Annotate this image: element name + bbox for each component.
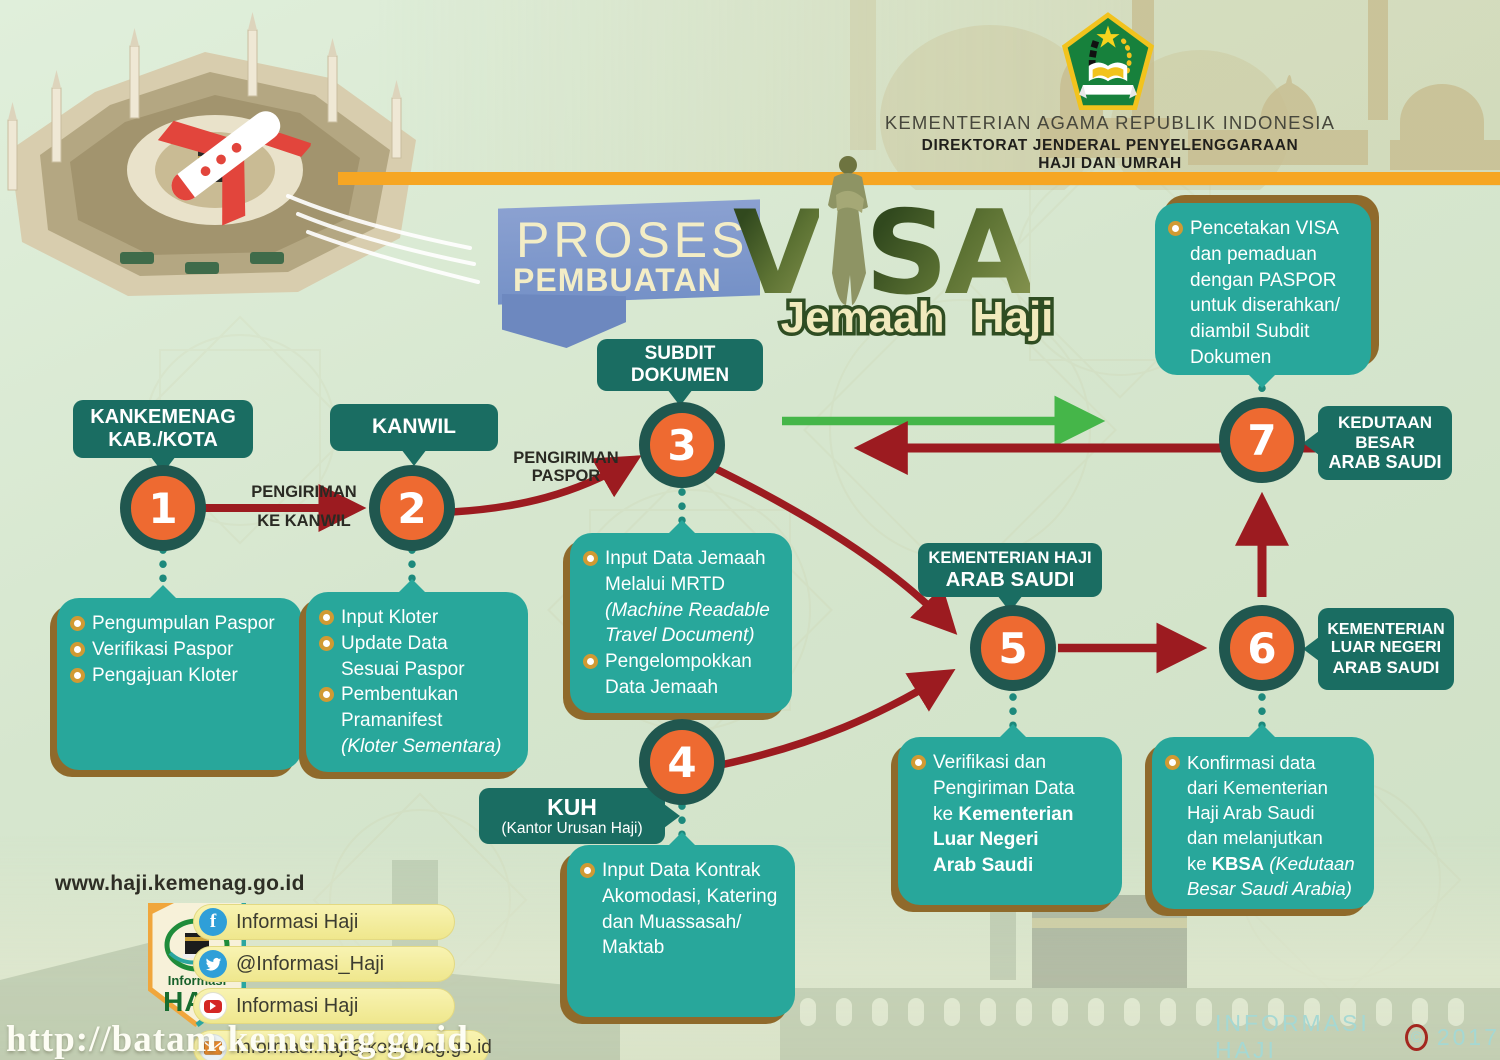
directorate-line1: DIREKTORAT JENDERAL PENYELENGGARAAN [921, 137, 1299, 154]
bullet-icon [1168, 221, 1183, 236]
step7-label: KEDUTAAN BESAR ARAB SAUDI [1303, 406, 1452, 480]
arrow-3-5 [710, 463, 958, 635]
pointer-right [664, 804, 680, 828]
ministry-header: KEMENTERIAN AGAMA REPUBLIK INDONESIA DIR… [760, 112, 1460, 173]
bullet-icon [70, 667, 85, 683]
step6-number: 6 [1219, 605, 1305, 691]
step5-box: Verifikasi dan Pengiriman Data ke Kement… [898, 724, 1122, 905]
airplane-icon [157, 111, 313, 226]
arrow-label-pengiriman-2: PENGIRIMAN [513, 449, 619, 467]
step4-label: KUH (Kantor Urusan Haji) [479, 788, 680, 844]
pointer-down [401, 449, 427, 466]
arrow-4-5 [715, 668, 956, 770]
youtube-label: Informasi Haji [236, 994, 359, 1017]
step5-number: 5 [970, 605, 1056, 691]
orange-divider [338, 172, 1500, 185]
svg-text:Jemaah Haji: Jemaah Haji [781, 293, 1054, 342]
title-proses: PROSES [516, 212, 749, 268]
credit-year: 2017 [1436, 1023, 1500, 1050]
title-visa: V SA [733, 186, 1034, 321]
website-url: www.haji.kemenag.go.id [55, 872, 305, 895]
step4-number: 4 [639, 719, 725, 805]
facebook-row: f Informasi Haji [193, 904, 455, 940]
step2-number: 2 [369, 465, 455, 551]
title-pembuatan: PEMBUATAN [513, 262, 722, 298]
plane-trails [286, 194, 480, 284]
email-icon [199, 1034, 227, 1060]
bullet-icon [319, 687, 334, 703]
step4-box: Input Data Kontrak Akomodasi, Katering d… [567, 832, 795, 1017]
facebook-label: Informasi Haji [236, 910, 359, 933]
pointer-left [1303, 637, 1319, 661]
bullet-icon [319, 610, 334, 625]
bullet-icon [583, 551, 598, 566]
credit-line: INFORMASI HAJI © 2017 [1215, 1010, 1500, 1060]
arrow-2-3 [451, 455, 642, 516]
step2-label: KANWIL [330, 404, 498, 466]
visa-letters-sa: SA [864, 186, 1034, 321]
arrow-label-pengiriman: PENGIRIMAN [251, 483, 357, 501]
batam-watermark: http://batam.kemenag.go.id [6, 1019, 469, 1060]
arrow-label-ke-kanwil: KE KANWIL [257, 512, 351, 530]
step7-box: Pencetakan VISA dan pemaduan dengan PASP… [1155, 203, 1371, 388]
step1-box: Pengumpulan Paspor Verifikasi Paspor Pen… [57, 585, 302, 770]
step1-label: KANKEMENAG KAB./KOTA [73, 400, 253, 473]
email-label: informasi.haji@kemenag.go.id [236, 1037, 492, 1058]
bullet-icon [580, 863, 595, 878]
step2-box: Input Kloter Update Data Sesuai Paspor P… [306, 579, 528, 772]
title-subtitle: Jemaah Haji [777, 290, 1057, 346]
twitter-icon [199, 950, 227, 978]
twitter-label: @Informasi_Haji [236, 952, 385, 975]
bullet-icon [911, 755, 926, 770]
directorate-line2: HAJI DAN UMRAH [1038, 155, 1182, 172]
arrow-label-paspor: PASPOR [531, 467, 601, 485]
pointer-left [1303, 431, 1319, 455]
email-row: informasi.haji@kemenag.go.id [193, 1030, 492, 1060]
youtube-row: Informasi Haji [193, 988, 455, 1024]
ministry-name: KEMENTERIAN AGAMA REPUBLIK INDONESIA [884, 112, 1336, 133]
credit-informasi-haji: INFORMASI HAJI [1215, 1010, 1370, 1060]
facebook-icon: f [199, 908, 227, 936]
step3-number: 3 [639, 402, 725, 488]
visa-letter-v: V [733, 186, 823, 321]
step1-number: 1 [120, 465, 206, 551]
pointer-down [667, 389, 693, 406]
step6-label: KEMENTERIAN LUAR NEGERI ARAB SAUDI [1303, 608, 1454, 690]
twitter-row: @Informasi_Haji [193, 946, 455, 982]
kemenag-logo [1061, 12, 1155, 110]
bullet-icon [319, 635, 334, 651]
bullet-icon [1165, 755, 1180, 770]
bullet-icon [70, 616, 85, 631]
bullet-icon [583, 654, 598, 670]
step5-label: KEMENTERIAN HAJI ARAB SAUDI [918, 543, 1102, 612]
step3-label: SUBDIT DOKUMEN [597, 339, 763, 406]
bullet-icon [70, 641, 85, 657]
youtube-icon [199, 992, 227, 1020]
step7-number: 7 [1219, 397, 1305, 483]
step6-box: Konfirmasi data dari Kementerian Haji Ar… [1152, 724, 1374, 909]
pilgrim-silhouette [828, 156, 868, 305]
step3-box: Input Data Jemaah Melalui MRTD (Machine … [570, 520, 792, 713]
copyright-symbol: © [1405, 1023, 1428, 1051]
